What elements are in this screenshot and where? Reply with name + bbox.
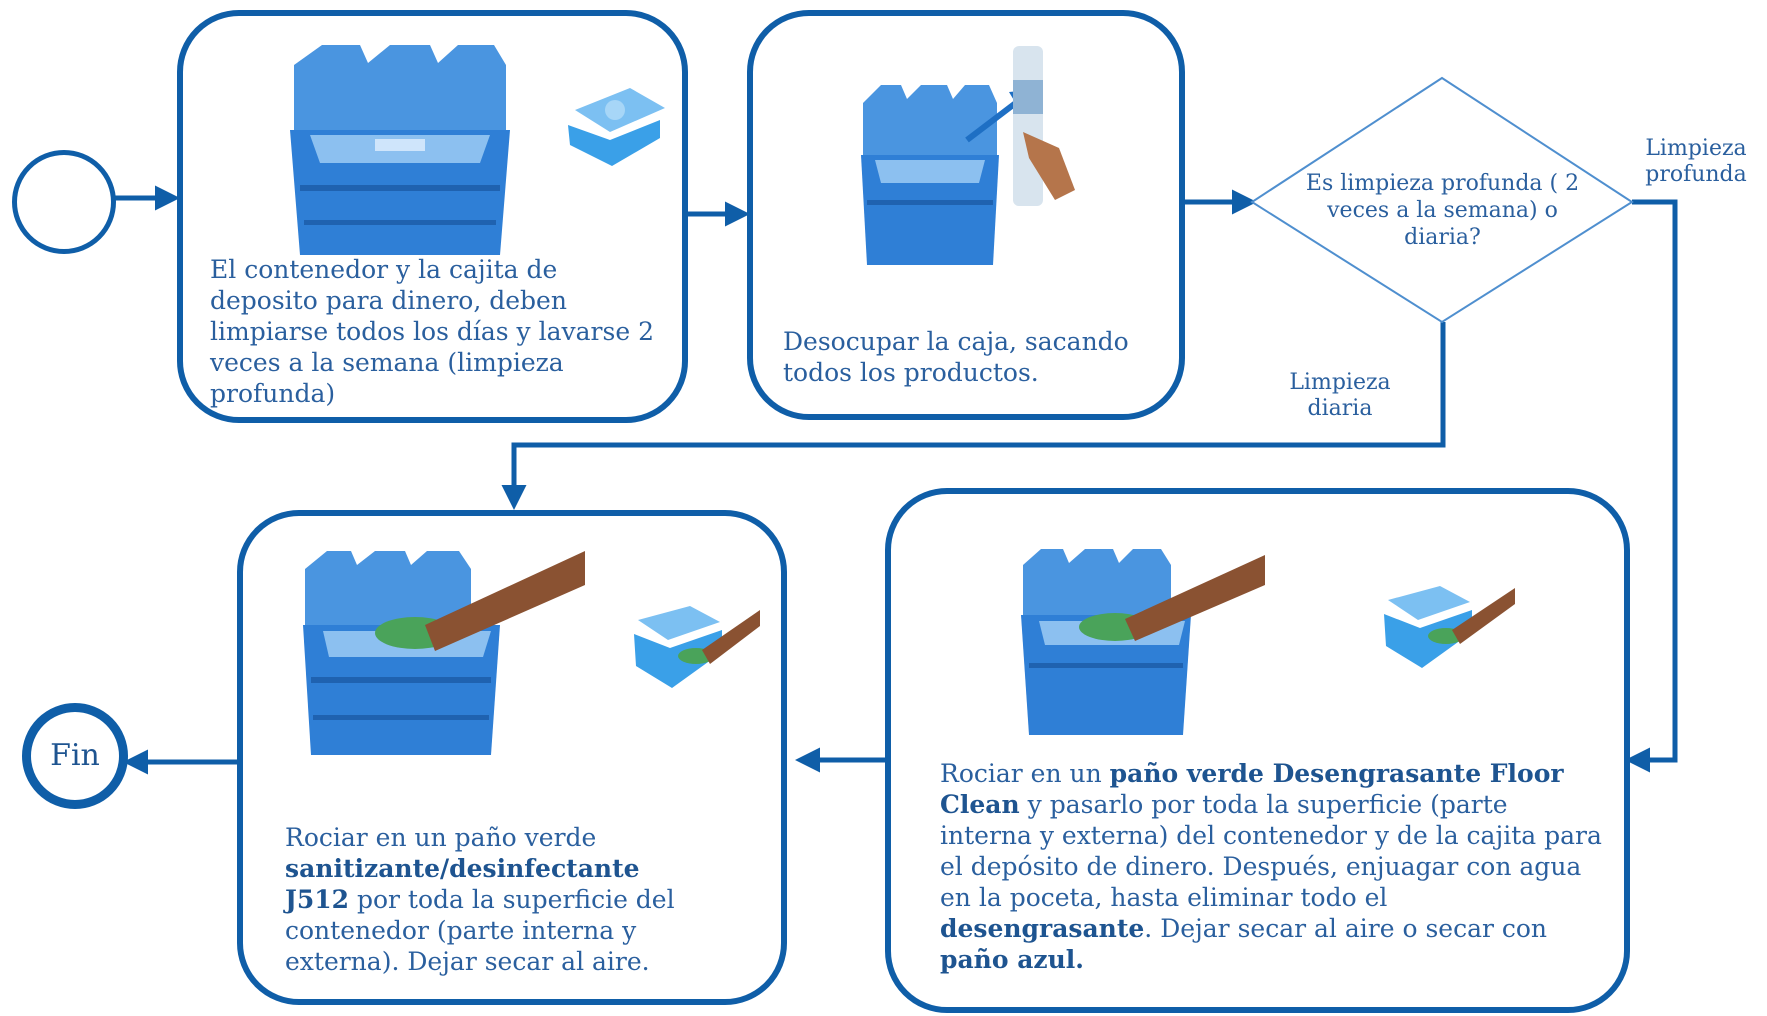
deep-text-blue-cloth: paño azul. <box>940 945 1085 974</box>
deep-cleaning-text: Rociar en un paño verde Desengrasante Fl… <box>940 758 1605 975</box>
decision-text: Es limpieza profunda ( 2 veces a la sema… <box>1305 171 1580 250</box>
money-box-wipe-illustration <box>1384 586 1515 668</box>
container-wipe-illustration <box>303 551 585 755</box>
decision-diamond <box>1250 76 1634 324</box>
money-box-wipe-illustration <box>634 606 760 688</box>
container-bin-illustration <box>861 85 999 265</box>
branch-label-daily: Limpieza diaria <box>1289 370 1391 421</box>
end-circle <box>22 703 128 809</box>
start-circle <box>12 150 116 254</box>
deep-text-product: paño verde Desengrasante Floor Clean <box>940 759 1564 819</box>
daily-text-seg1: Rociar en un paño verde <box>285 823 597 852</box>
daily-text-product: sanitizante/desinfectante J512 <box>285 854 640 914</box>
daily-text-seg2: por toda la superficie del contenedor (p… <box>285 885 675 976</box>
money-box-illustration <box>568 88 665 166</box>
step2-text: Desocupar la caja, sacando todos los pro… <box>783 327 1129 387</box>
daily-cleaning-text: Rociar en un paño verde sanitizante/desi… <box>285 822 685 977</box>
arrow-daily-branch <box>501 322 1446 510</box>
deep-text-seg2: y pasarlo por toda la superficie (parte … <box>940 790 1602 912</box>
container-wipe-illustration <box>1021 549 1265 735</box>
deep-text-seg1: Rociar en un <box>940 759 1110 788</box>
branch-label-deep: Limpieza profunda <box>1645 136 1747 187</box>
deep-text-degreaser: desengrasante <box>940 914 1145 943</box>
deep-text-seg3: . Dejar secar al aire o secar con <box>1144 914 1548 943</box>
end-label: Fin <box>50 738 100 773</box>
container-bin-illustration <box>290 45 510 255</box>
product-spray-illustration <box>965 46 1075 206</box>
step1-text: El contenedor y la cajita de deposito pa… <box>210 255 654 408</box>
arrow-deep-branch <box>1625 199 1678 773</box>
